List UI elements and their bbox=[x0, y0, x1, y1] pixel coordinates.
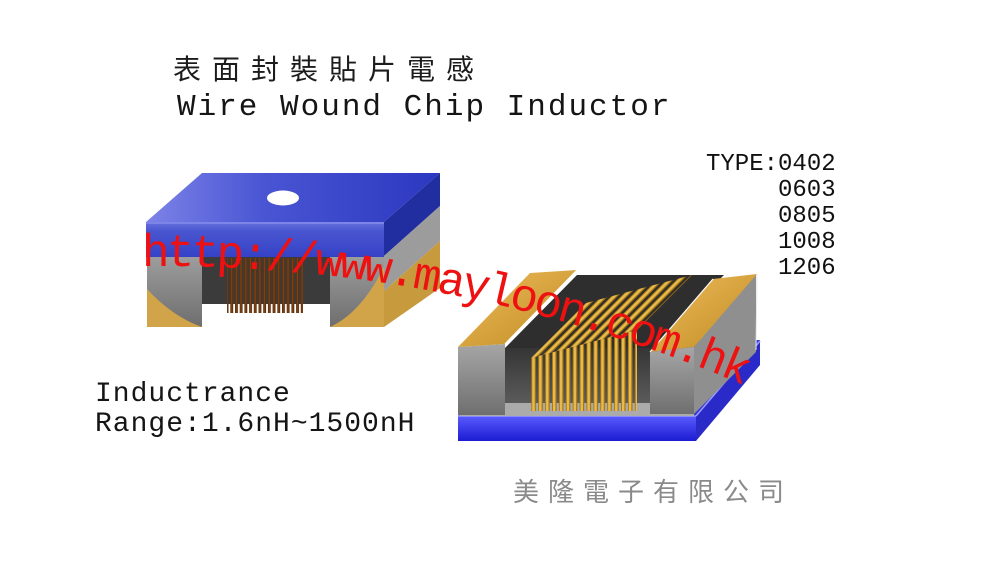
company-name: 美隆電子有限公司 bbox=[513, 478, 794, 508]
terminal-right-gold-cap bbox=[650, 274, 757, 352]
pick-and-place-dot bbox=[267, 190, 299, 206]
type-value: 0402 bbox=[778, 151, 836, 178]
type-value: 1008 bbox=[778, 229, 836, 256]
top-plate-side-face bbox=[384, 173, 440, 256]
inductance-spec-line2: Range:1.6nH~1500nH bbox=[95, 409, 416, 440]
base-plate-side-face bbox=[696, 340, 760, 441]
page-title-english: Wire Wound Chip Inductor bbox=[177, 90, 672, 125]
chip-top-plate-front-face bbox=[146, 222, 384, 257]
type-value: 1206 bbox=[778, 255, 836, 282]
terminal-right-edge-highlight bbox=[755, 273, 758, 351]
coil-winding-gold-vertical bbox=[531, 330, 637, 411]
terminal-right-side-face bbox=[694, 274, 756, 414]
coil-winding-copper bbox=[227, 258, 303, 313]
type-value: 0603 bbox=[778, 177, 836, 204]
coil-winding-gold-diagonal bbox=[531, 275, 692, 358]
chip-inductor-bottom-view bbox=[458, 269, 761, 441]
terminal-left-gold-foot bbox=[147, 289, 202, 327]
terminal-left-gold-cap bbox=[458, 270, 577, 347]
inductance-spec: Inductrance Range:1.6nH~1500nH bbox=[95, 380, 415, 440]
terminal-side-face-gold bbox=[384, 241, 440, 327]
terminal-left-face bbox=[458, 344, 505, 415]
terminal-right-gold-foot bbox=[330, 267, 384, 327]
inductance-spec-line1: Inductrance bbox=[95, 379, 291, 410]
terminal-right-edge-highlight bbox=[649, 278, 714, 353]
terminal-right-face bbox=[650, 347, 694, 414]
type-label: TYPE: bbox=[706, 151, 779, 178]
type-value: 0805 bbox=[778, 203, 836, 230]
page-title-chinese: 表面封裝貼片電感 bbox=[173, 53, 486, 86]
chip-inductor-front-view bbox=[146, 173, 440, 327]
base-plate-front-face bbox=[458, 416, 696, 441]
type-list: TYPE:0402 0603 0805 1008 1206 bbox=[706, 152, 836, 282]
terminal-left-edge-highlight bbox=[504, 269, 578, 345]
type-row: TYPE:0402 bbox=[706, 152, 836, 178]
body-side-face bbox=[384, 206, 440, 291]
